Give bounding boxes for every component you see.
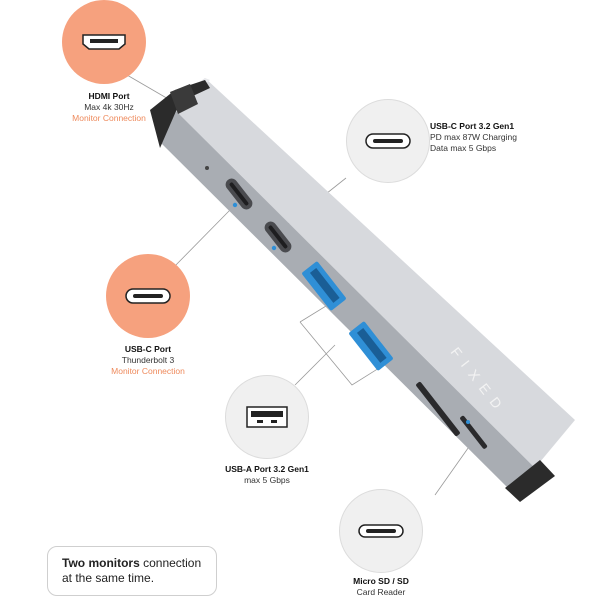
hdmi-label: HDMI Port Max 4k 30Hz Monitor Connection [50, 91, 168, 124]
usbc-gen1-circle [346, 99, 430, 183]
hdmi-port-circle [62, 0, 146, 84]
note-rest: connection [139, 556, 202, 570]
usba-port-1 [302, 261, 346, 311]
usba-port-2 [349, 321, 393, 371]
usbc-port-gen1 [264, 221, 292, 253]
usbc-gen1-spec2: Data max 5 Gbps [430, 143, 497, 153]
hdmi-icon [82, 34, 126, 50]
hdmi-accent: Monitor Connection [72, 113, 146, 123]
usb-c-icon [365, 133, 411, 149]
usbc-gen1-label: USB-C Port 3.2 Gen1 PD max 87W Charging … [430, 121, 560, 154]
usba-spec: max 5 Gbps [244, 475, 290, 485]
sd-reader-circle [339, 489, 423, 573]
note-line2: at the same time. [62, 571, 155, 585]
usbc-tb-title: USB-C Port [124, 344, 172, 354]
usba-label: USB-A Port 3.2 Gen1 max 5 Gbps [205, 464, 329, 486]
usb-a-icon [246, 406, 288, 428]
sd-label: Micro SD / SD Card Reader [331, 576, 431, 598]
sd-title: Micro SD / SD [353, 576, 409, 586]
two-monitors-note: Two monitors connection at the same time… [47, 546, 217, 596]
usbc-port-thunderbolt [225, 178, 253, 210]
usba-title: USB-A Port 3.2 Gen1 [225, 464, 309, 474]
usba-circle [225, 375, 309, 459]
usbc-tb-label: USB-C Port Thunderbolt 3 Monitor Connect… [88, 344, 208, 377]
hdmi-title: HDMI Port [88, 91, 130, 101]
card-slot-icon [358, 524, 404, 538]
sd-card-slot [416, 381, 460, 437]
usbc-thunderbolt-circle [106, 254, 190, 338]
usb-c-icon [125, 288, 171, 304]
usbc-tb-spec: Thunderbolt 3 [121, 355, 175, 365]
usbc-gen1-spec1: PD max 87W Charging [430, 132, 517, 142]
note-bold: Two monitors [62, 556, 140, 570]
microsd-card-slot [460, 415, 488, 449]
hdmi-spec: Max 4k 30Hz [84, 102, 134, 112]
sd-spec: Card Reader [356, 587, 406, 597]
usbc-tb-accent: Monitor Connection [111, 366, 185, 376]
status-led [205, 166, 209, 170]
usbc-gen1-title: USB-C Port 3.2 Gen1 [430, 121, 515, 131]
